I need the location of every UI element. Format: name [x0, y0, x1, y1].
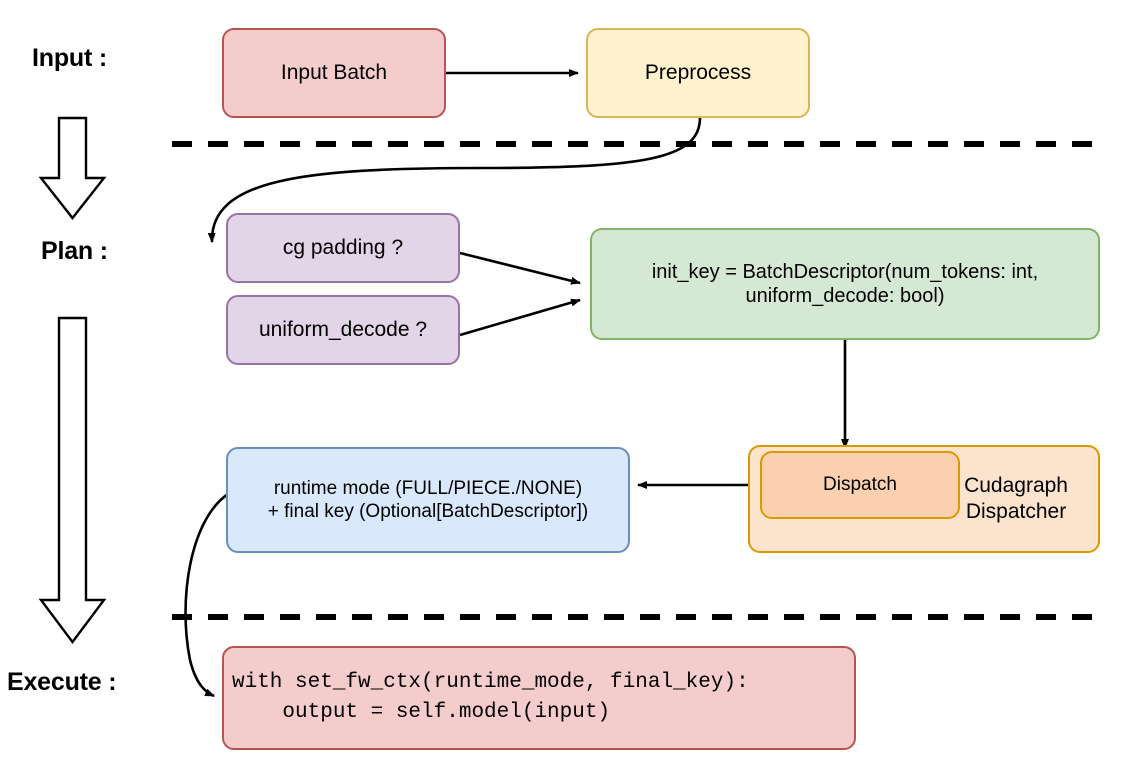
- node-init-key-text: init_key = BatchDescriptor(num_tokens: i…: [652, 260, 1038, 309]
- plan-to-execute-arrow: [38, 316, 107, 644]
- node-cudagraph-dispatcher-text: Cudagraph Dispatcher: [964, 473, 1068, 524]
- node-cudagraph-dispatcher-line2: Dispatcher: [965, 500, 1067, 523]
- input-to-plan-arrow: [38, 116, 107, 220]
- node-runtime-mode-text: runtime mode (FULL/PIECE./NONE) + final …: [268, 477, 589, 523]
- edge-cg-padding-to-init-key: [459, 251, 581, 285]
- node-cg-padding[interactable]: cg padding ?: [226, 213, 460, 283]
- node-dispatch-label: Dispatch: [823, 474, 897, 496]
- node-exec-code-line2: output = self.model(input): [232, 701, 611, 724]
- node-init-key[interactable]: init_key = BatchDescriptor(num_tokens: i…: [590, 228, 1100, 340]
- node-preprocess[interactable]: Preprocess: [586, 28, 810, 118]
- node-runtime-mode-line2: + final key (Optional[BatchDescriptor]): [267, 501, 589, 522]
- node-input-batch-label: Input Batch: [280, 61, 388, 85]
- node-input-batch[interactable]: Input Batch: [222, 28, 446, 118]
- node-exec-code-line1: with set_fw_ctx(runtime_mode, final_key)…: [232, 670, 749, 694]
- node-runtime-mode[interactable]: runtime mode (FULL/PIECE./NONE) + final …: [226, 447, 630, 553]
- node-uniform-decode[interactable]: uniform_decode ?: [226, 295, 460, 365]
- node-exec-code[interactable]: with set_fw_ctx(runtime_mode, final_key)…: [222, 646, 856, 750]
- edge-uniform-decode-to-init-key: [459, 298, 581, 337]
- stage-label-input: Input :: [32, 44, 107, 72]
- node-dispatch[interactable]: Dispatch: [760, 451, 960, 519]
- node-runtime-mode-line1: runtime mode (FULL/PIECE./NONE): [273, 477, 583, 499]
- node-init-key-line1: init_key = BatchDescriptor(num_tokens: i…: [651, 260, 1039, 283]
- node-uniform-decode-label: uniform_decode ?: [258, 318, 428, 342]
- node-cg-padding-label: cg padding ?: [282, 236, 404, 260]
- stage-label-execute: Execute :: [7, 668, 117, 696]
- node-init-key-line2: uniform_decode: bool): [745, 285, 945, 307]
- node-cudagraph-dispatcher-line1: Cudagraph: [964, 474, 1068, 498]
- node-preprocess-label: Preprocess: [644, 61, 752, 85]
- node-exec-code-text: with set_fw_ctx(runtime_mode, final_key)…: [232, 668, 749, 729]
- stage-label-plan: Plan :: [41, 237, 108, 265]
